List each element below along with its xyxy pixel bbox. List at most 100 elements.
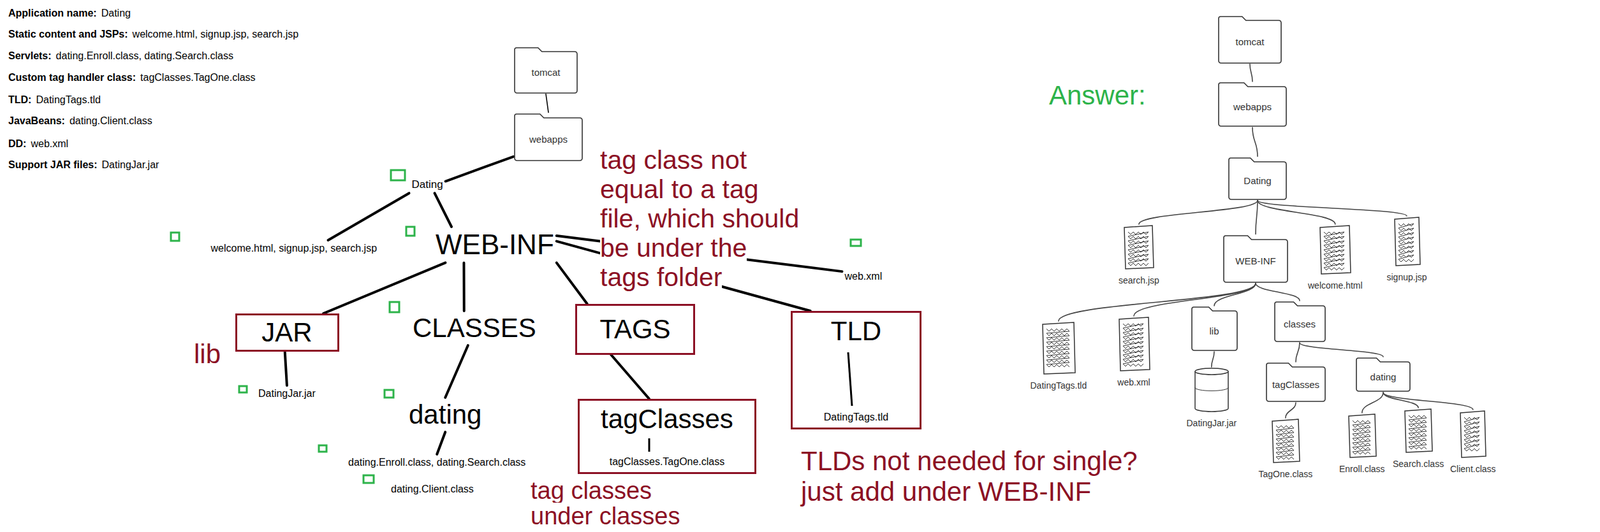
file-node: Enroll.class [1339, 413, 1386, 476]
file-node: web.xml [1117, 316, 1152, 389]
folder-label: webapps [529, 133, 568, 146]
file-node: DatingTags.tld [1030, 321, 1088, 393]
answer-heading: Answer: [1049, 80, 1146, 111]
folder-shape [1223, 235, 1288, 283]
document-icon [1392, 216, 1422, 268]
document-icon [1402, 408, 1434, 455]
tree-connector [462, 262, 465, 312]
folder-box: tomcat [1217, 15, 1283, 65]
document-icon [1117, 316, 1152, 373]
highlight-box: JAR [235, 313, 340, 353]
spec-key: Custom tag handler class: [8, 72, 136, 83]
spec-value: web.xml [30, 138, 69, 150]
annotation-note-box: TLDs not needed for single? just add und… [800, 446, 1162, 508]
jar-node: DatingJar.jar [1186, 367, 1238, 430]
document-outline [1272, 419, 1300, 463]
leader-line [648, 438, 651, 453]
tree-connector [434, 193, 452, 228]
spec-value: DatingTags.tld [35, 94, 101, 106]
box-label: TAGS [599, 315, 671, 345]
document-outline [1042, 322, 1076, 375]
spec-key: Static content and JSPs: [8, 28, 129, 40]
document-scribble [1046, 329, 1070, 368]
spec-value: dating.Client.class [69, 115, 153, 127]
spec-row: Servlets:dating.Enroll.class, dating.Sea… [8, 49, 234, 63]
tree-connector [556, 262, 588, 305]
folder-box: lib [1190, 306, 1239, 353]
tree-connector [1299, 343, 1384, 358]
file-label: welcome.html [1307, 280, 1363, 293]
tree-connector [1257, 200, 1407, 217]
file-label: search.jsp [1118, 275, 1160, 287]
tree-item: welcome.html, signup.jsp, search.jsp [208, 240, 381, 257]
tree-label: WEB-INF [435, 229, 555, 261]
folder-shape [1266, 363, 1326, 402]
file-node: Search.class [1392, 408, 1444, 471]
folder-shape [1218, 16, 1282, 64]
spec-row: DD:web.xml [8, 137, 69, 151]
check-square [239, 386, 247, 393]
annotation-note-box: lib [193, 339, 221, 370]
box-label: tagClasses [600, 404, 734, 435]
tree-connector [1285, 403, 1296, 419]
document-icon [1318, 224, 1352, 276]
check-square [389, 302, 400, 313]
highlight-box: tagClasses tagClasses.TagOne.class [577, 399, 757, 475]
folder-box: tomcat [513, 46, 579, 95]
folder-label: Dating [1243, 175, 1271, 187]
tree-connector [285, 352, 287, 386]
document-scribble [1323, 232, 1345, 271]
tree-connector [610, 355, 650, 400]
folder-box: webapps [513, 112, 584, 162]
file-label: DatingTags.tld [1030, 380, 1088, 393]
folder-label: lib [1209, 325, 1219, 338]
jar-body [1195, 371, 1229, 412]
annotation-note-box: tag class not equal to a tag file, which… [600, 145, 802, 293]
spec-row: TLD:DatingTags.tld [8, 93, 101, 107]
spec-key: JavaBeans: [8, 115, 66, 127]
tree-item: web.xml [842, 268, 886, 286]
folder-label: dating [1370, 371, 1397, 384]
document-outline [1460, 411, 1486, 458]
folder-shape [1191, 307, 1238, 351]
spec-key: DD: [8, 138, 27, 150]
folder-shape [1218, 82, 1287, 127]
folder-label: webapps [1233, 101, 1272, 113]
document-scribble [1398, 223, 1414, 263]
folder-box: Dating [1227, 156, 1288, 201]
folder-label: tomcat [1235, 36, 1264, 48]
folder-shape [1356, 358, 1410, 392]
folder-label: tagClasses [1272, 379, 1320, 391]
check-square [850, 239, 861, 247]
tree-connector [1383, 392, 1419, 409]
tree-connector [445, 156, 514, 182]
document-icon [1458, 410, 1488, 460]
spec-value: welcome.html, signup.jsp, search.jsp [132, 28, 300, 40]
folder-box: webapps [1217, 81, 1288, 128]
spec-row: Support JAR files:DatingJar.jar [8, 158, 159, 172]
check-square [363, 475, 374, 484]
folder-box: dating [1355, 357, 1412, 393]
answer-heading-box: Answer: [1049, 80, 1146, 111]
document-icon [1346, 413, 1378, 460]
document-scribble [1408, 415, 1427, 450]
tree-connector [327, 193, 409, 241]
tree-connector [1295, 343, 1300, 363]
box-label: TLD [830, 316, 882, 347]
tree-label: DatingJar.jar [258, 388, 316, 400]
tree-connector [1255, 200, 1258, 235]
document-scribble [1276, 425, 1294, 460]
spec-value: Dating [101, 7, 131, 19]
tree-item: dating.Enroll.class, dating.Search.class [345, 454, 529, 472]
highlight-box: TLDDatingTags.tld [790, 311, 922, 430]
folder-label: tomcat [531, 66, 560, 79]
box-label: tagClasses.TagOne.class [609, 455, 726, 469]
highlight-box: TAGS [575, 304, 696, 356]
file-node: TagOne.class [1258, 418, 1314, 481]
tree-label: web.xml [844, 271, 883, 283]
file-node: search.jsp [1118, 224, 1160, 287]
folder-box: WEB-INF [1222, 234, 1289, 284]
folder-shape [1228, 158, 1287, 200]
box-label: JAR [261, 318, 312, 348]
leader-line [848, 352, 852, 407]
